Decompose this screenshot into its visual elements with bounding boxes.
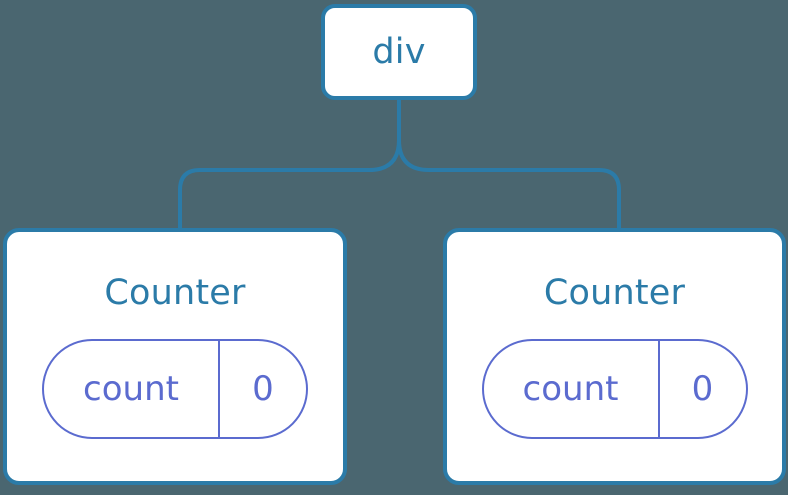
state-pill-right[interactable]: count 0 [481,339,748,439]
state-value-right: 0 [691,369,714,409]
node-div[interactable]: div [321,4,477,100]
node-div-label: div [372,31,426,72]
state-key-right: count [484,341,660,437]
node-counter-left-label: Counter [104,273,246,313]
node-counter-right-label: Counter [543,273,686,313]
node-counter-right[interactable]: Counter count 0 [443,228,786,485]
state-value-left: 0 [252,369,274,409]
state-pill-left[interactable]: count 0 [42,339,308,439]
state-key-left: count [44,341,220,437]
node-counter-left[interactable]: Counter count 0 [3,228,347,485]
connector-edge-root-to-left-counter [178,100,401,230]
connector-edge-root-to-right-counter [397,100,621,230]
